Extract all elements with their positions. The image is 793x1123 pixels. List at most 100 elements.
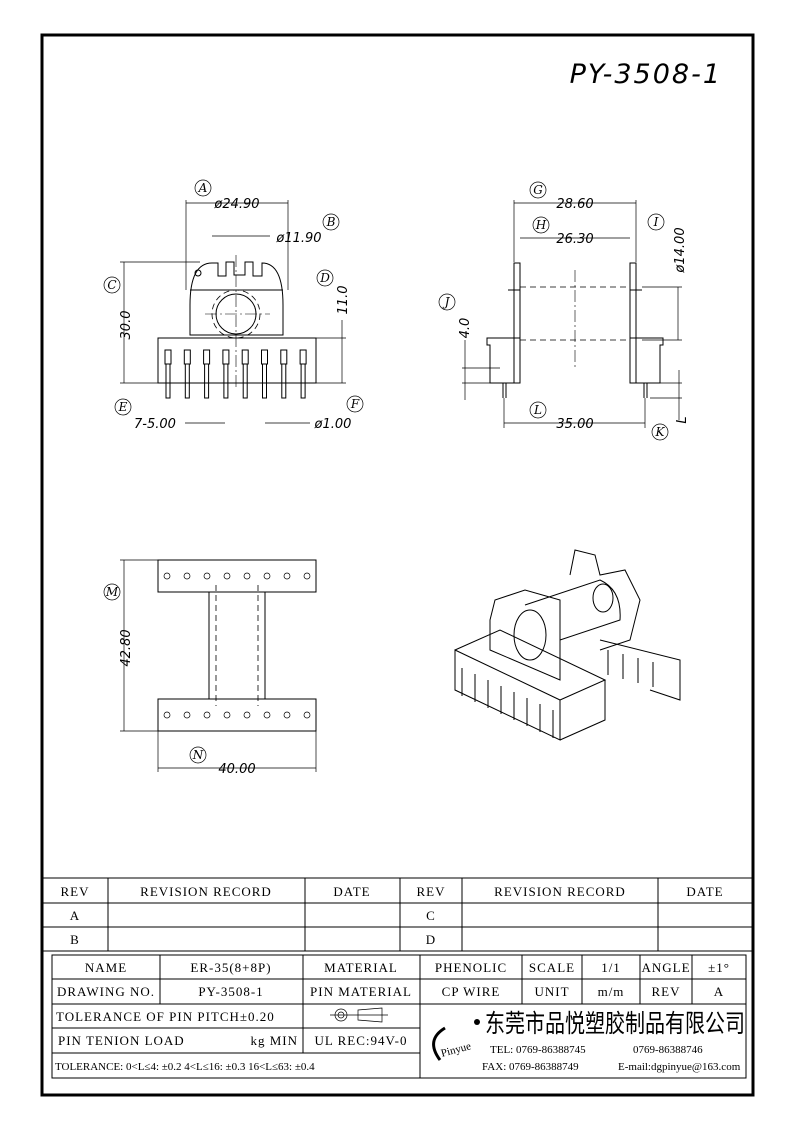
material-value: PHENOLIC [435,960,507,975]
pin [184,363,190,399]
pin [223,363,229,399]
fax: FAX: 0769-86388749 [482,1061,579,1073]
pin-hole [283,711,291,719]
name-label: NAME [85,960,127,975]
pin [262,363,267,399]
rev-header: REVISION RECORD [494,884,626,899]
pin [204,363,210,399]
dim-c: 30.0 [119,311,134,340]
unit-value: m/m [598,984,625,999]
callout-l: L [533,403,542,417]
callout-b: B [326,215,336,229]
pin-hole [183,711,191,719]
callout-n: N [192,748,204,762]
pin-hole [183,572,191,580]
isometric-view [454,549,681,741]
callout-i: I [653,215,659,229]
dim-l: 35.00 [556,417,593,432]
pin-slot [280,349,288,365]
unit-label: UNIT [534,984,569,999]
scale-label: SCALE [529,960,575,975]
callout-k: K [655,425,666,439]
pin-slot [261,349,268,365]
callout-m: M [105,585,119,599]
pin-load-unit: kg MIN [250,1033,298,1048]
pin [300,363,306,399]
pin-slot [164,349,172,365]
rev-cell: A [70,908,80,923]
pin-hole [203,572,211,580]
rev-header: REV [417,884,446,899]
title-block: NAME ER-35(8+8P) MATERIAL PHENOLIC SCALE… [51,954,747,1079]
dim-e: 7-5.00 [134,417,176,432]
pin-material-label: PIN MATERIAL [310,984,412,999]
pin-hole [223,572,231,580]
pin [242,363,248,399]
pin-slot [183,349,191,365]
dim-m: 42.80 [119,629,134,666]
dim-n: 40.00 [218,762,255,777]
pin-hole [283,572,291,580]
pin-hole [223,711,231,719]
drawing-title: PY-3508-1 [570,59,722,90]
pin-slot [222,349,230,365]
revision-table: REV REVISION RECORD DATE REV REVISION RECORD… [42,877,752,952]
pin-hole [163,711,171,719]
pin-slot [299,349,307,365]
general-tolerance: TOLERANCE: 0<L≤4: ±0.2 4<L≤16: ±0.3 16<L… [55,1061,315,1073]
dim-a: ø24.90 [213,197,259,212]
callout-e: E [118,400,128,414]
rev-header: REVISION RECORD [140,884,272,899]
material-label: MATERIAL [324,960,398,975]
pin-slot [203,349,211,365]
dim-g: 28.60 [556,197,593,212]
pin-hole [303,711,311,719]
angle-label: ANGLE [641,960,690,975]
pin-hole [243,572,251,580]
dim-d: 11.0 [336,286,351,315]
drawing-no-label: DRAWING NO. [57,984,155,999]
rev-cell: C [426,908,436,923]
pin-hole [263,572,271,580]
ul-rating: UL REC:94V-0 [314,1033,407,1048]
company-name: 东莞市品悦塑胶制品有限公司 [485,1009,745,1038]
rev-header: DATE [333,884,370,899]
pin-hole [303,572,311,580]
angle-value: ±1° [708,960,730,975]
rev-cell: B [70,932,80,947]
tel-1: TEL: 0769-86388745 [490,1044,586,1056]
pin-hole [243,711,251,719]
callout-bubble [194,179,212,197]
scale-value: 1/1 [601,960,621,975]
callout-c: C [107,278,116,292]
pin [165,363,171,399]
pin [281,363,287,399]
callout-g: G [533,183,543,197]
sheet-border [40,33,755,1097]
dim-h: 26.30 [556,232,593,247]
dim-k: L [675,416,690,423]
pin-load-label: PIN TENION LOAD [58,1033,185,1048]
rev-label: REV [652,984,681,999]
rev-header: DATE [686,884,723,899]
rev-header: REV [61,884,90,899]
callout-d: D [319,271,330,285]
logo-text: Pinyue [440,1040,473,1060]
side-view: G 28.60 H 26.30 I ø14.00 J 4.0 K L L 35.… [438,181,690,441]
drawing-no-value: PY-3508-1 [198,984,263,999]
pin-slot [241,349,249,365]
pin-material-value: CP WIRE [442,984,501,999]
name-value: ER-35(8+8P) [190,960,271,975]
bottom-view: M 42.80 N 40.00 [103,559,317,777]
callout-h: H [535,218,547,232]
tel-2: 0769-86388746 [633,1044,703,1056]
rev-cell: D [426,932,436,947]
pin-hole [203,711,211,719]
pin-pitch-tolerance: TOLERANCE OF PIN PITCH±0.20 [56,1009,275,1024]
projection-symbol-icon [330,1007,388,1023]
dim-i: ø14.00 [673,227,688,273]
callout-j: J [442,295,451,309]
rev-value: A [714,984,724,999]
callout-a: A [198,181,208,195]
